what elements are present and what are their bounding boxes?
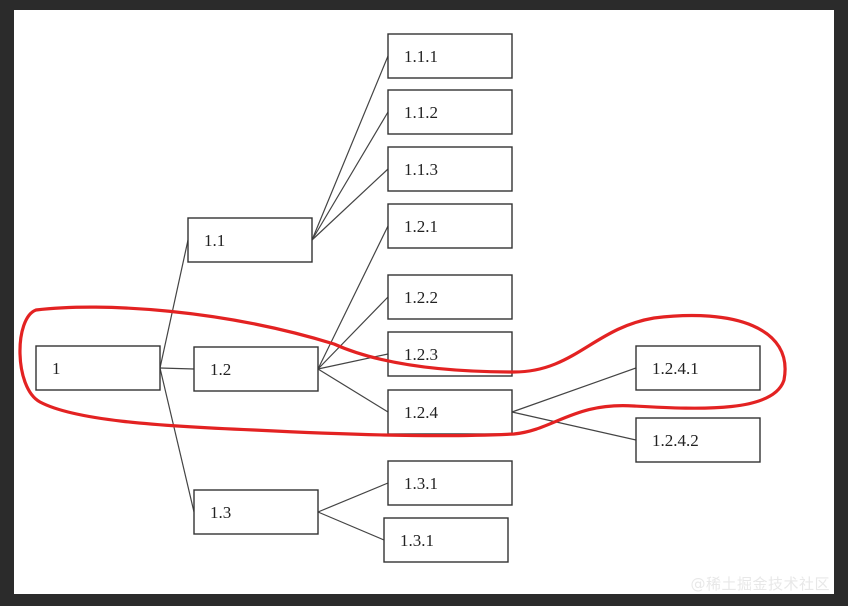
edge-n1_2-n1_2_4 <box>317 368 389 413</box>
tree-diagram: 1 1.1 1.2 1.3 1.1.1 1.1.2 1.1.3 1.2.1 1.2.2 1.2.3… <box>18 33 787 563</box>
node-label: 1.1.3 <box>404 160 438 179</box>
node-n1_3_1a: 1.3.1 <box>387 460 513 506</box>
node-box <box>387 33 513 79</box>
edge-n1-n1_3 <box>159 367 195 513</box>
node-box <box>35 345 161 391</box>
edge-n1-n1_1 <box>159 239 189 369</box>
node-label: 1.2.3 <box>404 345 438 364</box>
node-box <box>383 517 509 563</box>
node-n1_3: 1.3 <box>193 489 319 535</box>
node-label: 1.2.1 <box>404 217 438 236</box>
edge-n1-n1_2 <box>159 367 195 370</box>
node-label: 1.2.2 <box>404 288 438 307</box>
node-box <box>635 345 761 391</box>
edge-n1_1-n1_1_1 <box>311 55 389 241</box>
node-label: 1.3.1 <box>400 531 434 550</box>
node-box <box>187 217 313 263</box>
node-label: 1.1.1 <box>404 47 438 66</box>
node-box <box>387 203 513 249</box>
node-n1_2_4: 1.2.4 <box>387 389 513 435</box>
node-n1_2_4_1: 1.2.4.1 <box>635 345 761 391</box>
node-n1_2: 1.2 <box>193 346 319 392</box>
node-label: 1.3.1 <box>404 474 438 493</box>
edge-n1_3-n1_3_1b <box>317 511 385 541</box>
node-box <box>193 489 319 535</box>
node-label: 1.2 <box>210 360 231 379</box>
node-n1_1_2: 1.1.2 <box>387 89 513 135</box>
node-n1_1_1: 1.1.1 <box>387 33 513 79</box>
edge-layer <box>159 55 637 541</box>
node-n1: 1 <box>35 345 161 391</box>
node-box <box>635 417 761 463</box>
highlight-path-outline <box>18 305 787 438</box>
edge-n1_3-n1_3_1a <box>317 482 389 513</box>
node-box <box>387 460 513 506</box>
node-box <box>387 274 513 320</box>
node-n1_2_4_2: 1.2.4.2 <box>635 417 761 463</box>
edge-n1_2_4-n1_2_4_1 <box>511 367 637 413</box>
diagram-canvas: 1 1.1 1.2 1.3 1.1.1 1.1.2 1.1.3 1.2.1 1.2.2 1.2.3… <box>14 10 834 594</box>
edge-n1_1-n1_1_3 <box>311 168 389 241</box>
edge-n1_2-n1_2_1 <box>317 225 389 370</box>
node-label: 1.1.2 <box>404 103 438 122</box>
node-box <box>193 346 319 392</box>
node-label: 1.2.4.2 <box>652 431 699 450</box>
node-label: 1.3 <box>210 503 231 522</box>
node-label: 1 <box>52 359 61 378</box>
node-n1_1: 1.1 <box>187 217 313 263</box>
node-n1_2_1: 1.2.1 <box>387 203 513 249</box>
node-n1_2_2: 1.2.2 <box>387 274 513 320</box>
node-box <box>387 389 513 435</box>
edge-n1_2-n1_2_3 <box>317 353 389 370</box>
node-layer: 1 1.1 1.2 1.3 1.1.1 1.1.2 1.1.3 1.2.1 1.2.2 1.2.3… <box>35 33 761 563</box>
edge-n1_2_4-n1_2_4_2 <box>511 411 637 441</box>
edge-n1_1-n1_1_2 <box>311 111 389 241</box>
edge-n1_2-n1_2_2 <box>317 296 389 370</box>
node-n1_3_1b: 1.3.1 <box>383 517 509 563</box>
watermark: @稀土掘金技术社区 <box>690 575 830 593</box>
node-label: 1.1 <box>204 231 225 250</box>
node-label: 1.2.4 <box>404 403 439 422</box>
node-label: 1.2.4.1 <box>652 359 699 378</box>
node-box <box>387 89 513 135</box>
node-n1_1_3: 1.1.3 <box>387 146 513 192</box>
node-box <box>387 146 513 192</box>
